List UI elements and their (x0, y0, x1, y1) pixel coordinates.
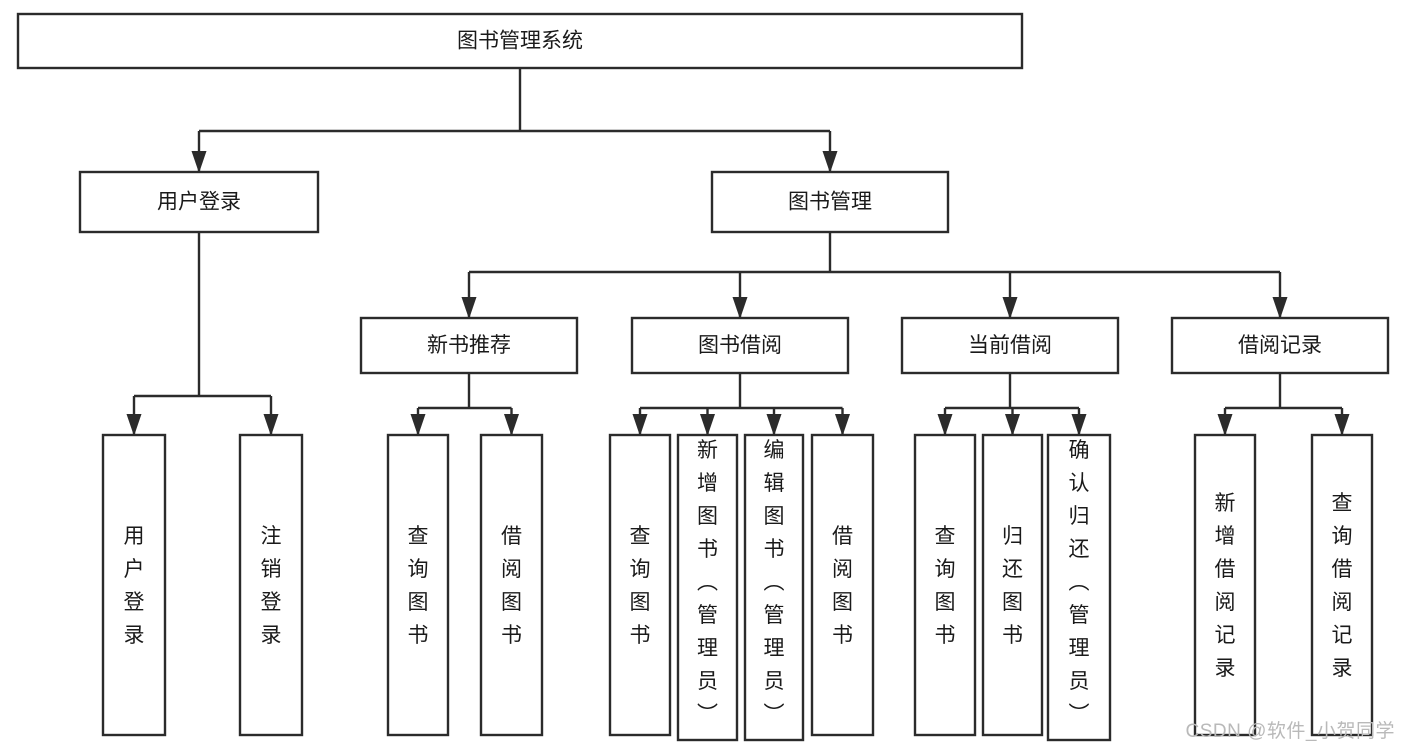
node-当前借阅[interactable]: 当前借阅 (900, 316, 1120, 375)
node-box (1170, 316, 1390, 375)
node-box (676, 433, 739, 742)
node-box (101, 433, 167, 737)
arrow-head-icon (1217, 414, 1233, 436)
node-label: 图书管理 (788, 191, 872, 214)
arrow-head-icon (1071, 414, 1087, 436)
node-label: 归还图书 (1002, 525, 1023, 647)
node-box (1046, 433, 1112, 742)
node-box (479, 433, 544, 737)
node-label: 用户登录 (157, 191, 241, 214)
node-用户登录[interactable]: 用户登录 (101, 433, 167, 737)
node-label: 借阅记录 (1238, 334, 1322, 357)
node-图书借阅[interactable]: 图书借阅 (630, 316, 850, 375)
arrow-head-icon (766, 414, 782, 436)
node-图书管理系统[interactable]: 图书管理系统 (16, 12, 1024, 70)
node-label: 查询借阅记录 (1332, 492, 1353, 680)
node-box (900, 316, 1120, 375)
node-box (1193, 433, 1257, 737)
connector-layer (126, 68, 1350, 436)
node-box (981, 433, 1044, 737)
node-box (810, 433, 875, 737)
node-label: 查询图书 (935, 525, 956, 647)
arrow-head-icon (126, 414, 142, 436)
node-box (238, 433, 304, 737)
node-新增借阅记录[interactable]: 新增借阅记录 (1193, 433, 1257, 737)
arrow-head-icon (822, 151, 838, 173)
node-label: 新增图书︵管理员︶ (697, 439, 718, 726)
node-label: 借阅图书 (832, 525, 853, 647)
node-label: 用户登录 (124, 525, 145, 647)
node-注销登录[interactable]: 注销登录 (238, 433, 304, 737)
node-归还图书[interactable]: 归还图书 (981, 433, 1044, 737)
node-label: 查询图书 (630, 525, 651, 647)
node-确认归还管理员[interactable]: 确认归还︵管理员︶ (1046, 433, 1112, 742)
node-box (1310, 433, 1374, 737)
node-label: 图书借阅 (698, 334, 782, 357)
arrow-head-icon (263, 414, 279, 436)
node-box (16, 12, 1024, 70)
node-label: 注销登录 (261, 525, 282, 647)
arrow-head-icon (410, 414, 426, 436)
arrow-head-icon (700, 414, 715, 436)
arrow-head-icon (835, 414, 850, 436)
watermark-label: CSDN @软件_小贺同学 (1185, 721, 1395, 742)
node-label: 新增借阅记录 (1215, 492, 1236, 680)
arrow-head-icon (732, 297, 748, 319)
node-box (78, 170, 320, 234)
node-box (608, 433, 672, 737)
node-label: 当前借阅 (968, 334, 1052, 357)
node-借阅图书[interactable]: 借阅图书 (810, 433, 875, 737)
arrow-head-icon (937, 414, 953, 436)
node-查询图书[interactable]: 查询图书 (913, 433, 977, 737)
node-box (913, 433, 977, 737)
node-box (386, 433, 450, 737)
node-label: 借阅图书 (501, 525, 522, 647)
arrow-head-icon (1005, 414, 1020, 436)
arrow-head-icon (632, 414, 648, 436)
arrow-head-icon (1002, 297, 1018, 319)
node-借阅记录[interactable]: 借阅记录 (1170, 316, 1390, 375)
node-查询图书[interactable]: 查询图书 (608, 433, 672, 737)
node-box (710, 170, 950, 234)
node-box (743, 433, 805, 742)
node-box (359, 316, 579, 375)
node-编辑图书管理员[interactable]: 编辑图书︵管理员︶ (743, 433, 805, 742)
node-label: 新书推荐 (427, 334, 511, 357)
node-用户登录[interactable]: 用户登录 (78, 170, 320, 234)
node-查询借阅记录[interactable]: 查询借阅记录 (1310, 433, 1374, 737)
arrow-head-icon (1272, 297, 1288, 319)
node-box (630, 316, 850, 375)
node-layer: 图书管理系统用户登录图书管理用户登录注销登录新书推荐查询图书借阅图书图书借阅查询… (16, 12, 1390, 742)
node-新增图书管理员[interactable]: 新增图书︵管理员︶ (676, 433, 739, 742)
node-查询图书[interactable]: 查询图书 (386, 433, 450, 737)
arrow-head-icon (504, 414, 519, 436)
arrow-head-icon (461, 297, 477, 319)
node-label: 确认归还︵管理员︶ (1069, 439, 1090, 726)
node-新书推荐[interactable]: 新书推荐 (359, 316, 579, 375)
node-label: 查询图书 (408, 525, 429, 647)
node-图书管理[interactable]: 图书管理 (710, 170, 950, 234)
node-借阅图书[interactable]: 借阅图书 (479, 433, 544, 737)
node-label: 图书管理系统 (457, 30, 583, 53)
arrow-head-icon (1334, 414, 1350, 436)
node-label: 编辑图书︵管理员︶ (764, 439, 785, 726)
arrow-head-icon (191, 151, 207, 173)
